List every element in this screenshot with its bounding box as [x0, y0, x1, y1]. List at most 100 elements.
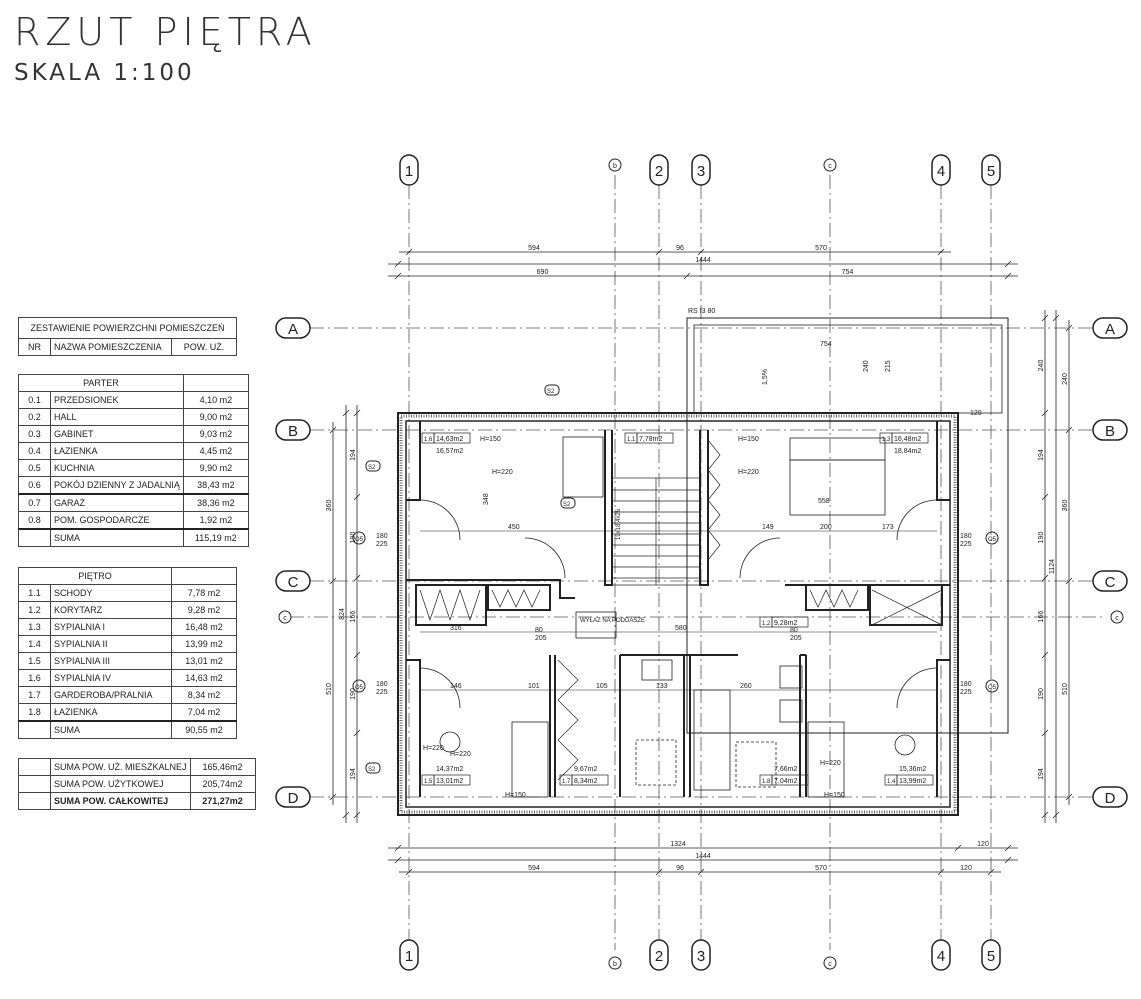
- dimension-tick: [342, 409, 350, 417]
- height-note: H=220: [423, 745, 444, 752]
- window-width: 180: [376, 533, 388, 540]
- balcony-slope: 1,5%: [762, 369, 769, 385]
- window-tag: O5: [352, 679, 366, 693]
- dimension-value: 570: [815, 865, 827, 872]
- inner-dimension: 260: [740, 683, 752, 690]
- window-tag: O5: [985, 679, 999, 693]
- dimension-value: 166: [350, 611, 357, 623]
- axis-bubble-2: 2: [649, 939, 669, 971]
- dimension-value: 570: [815, 245, 827, 252]
- axis-bubble-A: A: [1092, 317, 1128, 339]
- dimension-tick: [329, 793, 337, 801]
- col-area: POW. UŻ.: [171, 338, 237, 356]
- inner-dimension: 105: [596, 683, 608, 690]
- dimension-tick: [394, 272, 402, 280]
- door-width: 80: [535, 627, 543, 634]
- row-name: KUCHNIA: [50, 459, 184, 477]
- axis-label: 5: [987, 163, 995, 180]
- inner-dimension: 450: [508, 524, 520, 531]
- dimension-tick: [1041, 811, 1049, 819]
- window-height: 225: [960, 689, 972, 696]
- window-height: 225: [376, 541, 388, 548]
- dimension-value: 194: [350, 768, 357, 780]
- staircase: [611, 477, 701, 586]
- dimension-tick: [1052, 314, 1060, 322]
- window-height: 225: [960, 541, 972, 548]
- door-width: 80: [790, 627, 798, 634]
- dimension-tick: [353, 651, 361, 659]
- dimension-tick: [1041, 651, 1049, 659]
- axis-label: C: [1105, 574, 1116, 591]
- height-note: H=220: [738, 469, 759, 476]
- inner-dimension: 316: [450, 625, 462, 632]
- section-marker: b: [608, 956, 622, 970]
- dimension-tick: [655, 868, 663, 876]
- axis-bubble-5: 5: [981, 154, 1001, 186]
- skylight-tag-label: S2: [563, 502, 571, 508]
- dimension-tick: [1041, 493, 1049, 501]
- skylight-tag-label: S2: [547, 389, 555, 395]
- dimension-value: 190: [1038, 688, 1045, 700]
- axis-bubble-2: 2: [649, 154, 669, 186]
- row-area: 9,90 m2: [182, 459, 249, 477]
- dimension-value: 824: [339, 608, 346, 620]
- scale-label: SKALA 1:100: [14, 60, 195, 86]
- room-number: 1.4: [887, 779, 896, 785]
- dimension-value: 190: [350, 688, 357, 700]
- skylight-tag: S2: [365, 460, 381, 472]
- axis-bubble-4: 4: [931, 939, 951, 971]
- dimension-tick: [329, 577, 337, 585]
- room-number: 1.1: [627, 437, 636, 443]
- axis-label: B: [288, 423, 298, 440]
- axis-bubble-3: 3: [691, 154, 711, 186]
- axis-bubble-C: C: [275, 570, 311, 592]
- dimension-value: 1444: [695, 257, 711, 264]
- dimension-tick: [1041, 729, 1049, 737]
- inner-dimension: 101: [528, 683, 540, 690]
- skylight-tag: S2: [560, 497, 576, 509]
- dimension-tick: [1065, 324, 1073, 332]
- inner-dimension: 580: [675, 625, 687, 632]
- dimension-value: 594: [528, 865, 540, 872]
- axis-bubble-1: 1: [399, 939, 419, 971]
- balcony-depth: 240: [863, 360, 870, 372]
- room-area: 16,48m2: [894, 436, 921, 443]
- height-note: H=220: [492, 469, 513, 476]
- dimension-tick: [683, 272, 691, 280]
- dimension-tick: [1065, 577, 1073, 585]
- dimension-tick: [1065, 793, 1073, 801]
- dimension-tick: [1004, 856, 1012, 864]
- axis-bubble-4: 4: [931, 154, 951, 186]
- balcony-depth-2: 215: [885, 360, 892, 372]
- interior-walls: [406, 421, 950, 797]
- furniture: [419, 436, 938, 798]
- balcony-label: RS f3 80: [688, 308, 715, 315]
- room-gross-area: 14,37m2: [436, 766, 463, 773]
- window-tag-label: O5: [355, 685, 364, 691]
- axis-bubble-3: 3: [691, 939, 711, 971]
- height-note: H=150: [824, 792, 845, 799]
- window-width: 180: [376, 681, 388, 688]
- axis-bubble-C: C: [1092, 570, 1128, 592]
- section-marker: c: [278, 610, 292, 624]
- skylight-tag-label: S2: [368, 767, 376, 773]
- room-area: 14,63m2: [436, 436, 463, 443]
- axis-label: D: [288, 790, 299, 807]
- dimension-tick: [394, 844, 402, 852]
- dimension-value: 510: [326, 683, 333, 695]
- dimension-tick: [1004, 260, 1012, 268]
- room-number: 1.3: [882, 437, 891, 443]
- dimension-tick: [937, 868, 945, 876]
- section-marker: c: [1110, 610, 1124, 624]
